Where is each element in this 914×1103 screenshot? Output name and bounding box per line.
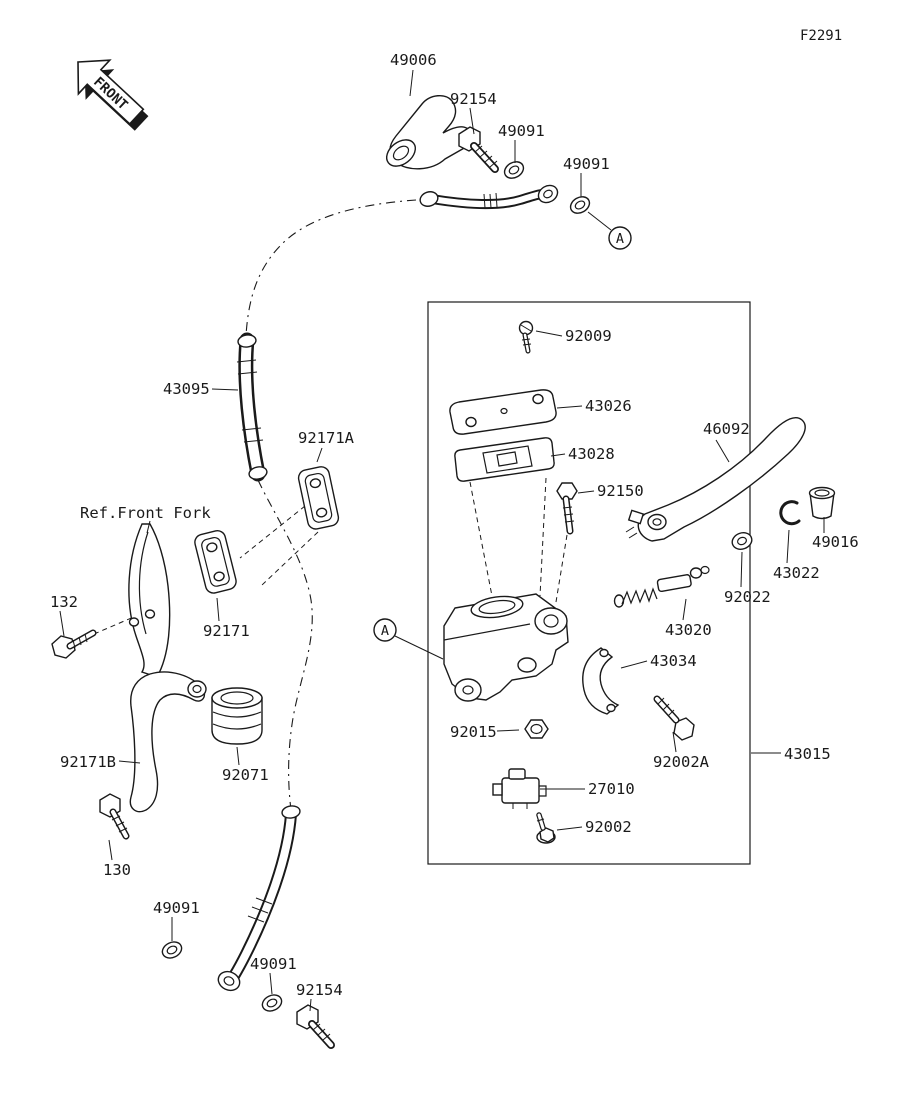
locknut-drawing	[524, 719, 549, 739]
reference-note-label: Ref.Front Fork	[80, 504, 211, 522]
banjo-bolt-top-drawing	[458, 126, 499, 173]
mid-hose-drawing	[236, 332, 268, 482]
guide-bolt-drawing	[99, 793, 130, 840]
brake-switch-drawing	[492, 768, 547, 809]
detail-marker-a-cylinder-label: A	[381, 623, 389, 639]
part-label-92154-top: 92154	[450, 90, 497, 108]
hose-joint-drawing	[385, 95, 473, 170]
detail-marker-a-hose-label: A	[616, 231, 624, 247]
hose-clamp-drawing	[194, 530, 237, 594]
part-label-43026: 43026	[585, 397, 632, 415]
piston-assembly-drawing	[613, 565, 710, 608]
part-label-43034: 43034	[650, 652, 697, 670]
part-label-49016: 49016	[812, 533, 859, 551]
fork-bolt-drawing	[51, 629, 97, 659]
part-label-43015: 43015	[784, 745, 831, 763]
master-cylinder-body-drawing	[443, 593, 569, 702]
circlip-drawing	[779, 500, 801, 526]
detail-marker-a-hose: A	[587, 211, 632, 250]
part-label-92022: 92022	[724, 588, 771, 606]
part-label-92150: 92150	[597, 482, 644, 500]
figure-code-label: F2291	[800, 28, 842, 44]
part-label-43095: 43095	[163, 380, 210, 398]
lever-boot-drawing	[808, 486, 836, 520]
hose-clamp-a-drawing	[297, 466, 340, 530]
part-label-49091-top2: 49091	[563, 155, 610, 173]
reservoir-screw-drawing	[518, 320, 534, 354]
part-label-92171b: 92171B	[60, 753, 116, 771]
alignment-dashed-lines	[93, 477, 568, 635]
hose-guide-drawing	[129, 671, 207, 813]
part-label-49091-bottom1: 49091	[153, 899, 200, 917]
part-label-49091-bottom2: 49091	[250, 955, 297, 973]
part-label-49091-top1: 49091	[498, 122, 545, 140]
banjo-bolt-bottom-drawing	[296, 1004, 335, 1049]
leader-lines	[59, 69, 825, 1012]
grommet-drawing	[211, 687, 263, 745]
switch-screw-drawing	[536, 812, 556, 844]
part-label-92002: 92002	[585, 818, 632, 836]
part-label-27010: 27010	[588, 780, 635, 798]
washer-top-1-drawing	[503, 161, 525, 179]
part-label-132: 132	[50, 593, 78, 611]
detail-marker-a-cylinder: A	[373, 618, 444, 660]
part-label-92171: 92171	[203, 622, 250, 640]
part-label-92015: 92015	[450, 723, 497, 741]
washer-top-2-drawing	[569, 196, 591, 214]
part-label-43020: 43020	[665, 621, 712, 639]
part-label-49006: 49006	[390, 51, 437, 69]
part-label-92071: 92071	[222, 766, 269, 784]
callout-labels: F2291 49006 92154 49091 49091 92009 4302…	[50, 28, 859, 999]
front-arrow-icon: FRONT	[77, 59, 149, 131]
washer-bottom-1-drawing	[161, 941, 183, 959]
handlebar-clamp-drawing	[582, 647, 620, 715]
diaphragm-drawing	[454, 437, 555, 482]
clamp-bolt-a-drawing	[653, 695, 695, 741]
brake-lever-drawing	[625, 417, 806, 542]
hose-routing-lines	[245, 199, 417, 811]
part-label-92002a: 92002A	[653, 753, 710, 771]
assembly-boundary-box	[427, 301, 751, 865]
part-label-92154-bottom: 92154	[296, 981, 343, 999]
upper-brake-hose-drawing	[419, 184, 559, 209]
reservoir-bolt-drawing	[556, 482, 578, 535]
part-label-46092: 46092	[703, 420, 750, 438]
pivot-washer-drawing	[731, 532, 753, 550]
part-label-43028: 43028	[568, 445, 615, 463]
part-label-92009: 92009	[565, 327, 612, 345]
lower-brake-hose-drawing	[217, 805, 301, 992]
front-fork-reference-drawing	[128, 523, 171, 678]
washer-bottom-2-drawing	[261, 994, 283, 1012]
reservoir-cap-drawing	[449, 389, 557, 435]
part-label-92171a: 92171A	[298, 429, 355, 447]
part-label-130: 130	[103, 861, 131, 879]
part-label-43022: 43022	[773, 564, 820, 582]
